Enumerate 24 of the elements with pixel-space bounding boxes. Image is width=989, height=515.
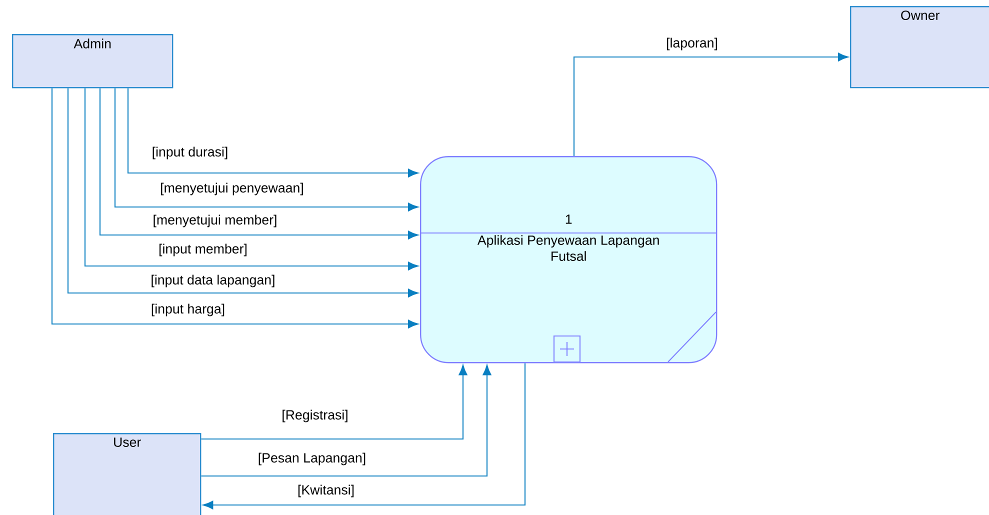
edge-label: [Pesan Lapangan]: [258, 452, 366, 466]
entity-box: Admin: [12, 34, 174, 88]
flow-arrow: [114, 88, 418, 212]
edge-label: [laporan]: [667, 38, 717, 50]
flow-arrow: [201, 364, 468, 440]
edge-label: [Registrasi]: [282, 410, 348, 422]
flow-arrow: [67, 88, 418, 298]
flow-arrow: [51, 88, 418, 328]
edge-label: [menyetujui penyewaan]: [161, 182, 303, 196]
flow-arrow: [573, 52, 848, 156]
flow-arrow: [99, 88, 418, 240]
edge-label: [input harga]: [152, 304, 224, 316]
flow-arrow: [84, 88, 418, 270]
edge-label: [input durasi]: [152, 146, 228, 160]
entity-box: User: [53, 433, 202, 515]
process-box: 1 Aplikasi Penyewaan Lapangan Futsal: [420, 156, 718, 364]
entity-box: Owner: [850, 6, 989, 88]
flow-arrow: [201, 364, 492, 477]
edge-label: [menyetujui member]: [154, 214, 276, 228]
flow-arrow: [202, 363, 526, 510]
edge-label: [input member]: [159, 244, 246, 256]
flow-arrow: [127, 88, 418, 178]
edge-label: [input data lapangan]: [152, 274, 274, 288]
edge-label: [Kwitansi]: [298, 484, 354, 498]
